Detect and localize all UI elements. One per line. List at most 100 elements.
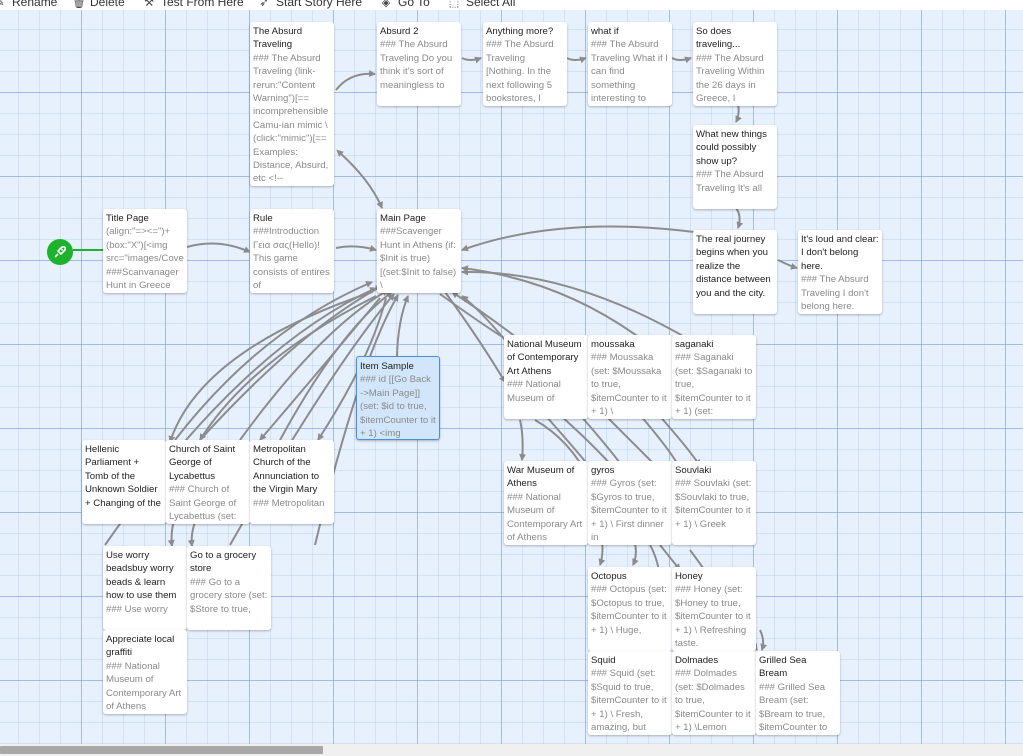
go-to-button[interactable]: ◈Go To bbox=[380, 0, 430, 10]
passage-title: Main Page bbox=[380, 213, 426, 224]
passage-card[interactable]: Anything more? ### The Absurd Traveling … bbox=[483, 22, 567, 106]
passage-title: Title Page bbox=[106, 213, 149, 224]
passage-card[interactable]: Metropolitan Church of the Annunciation … bbox=[250, 440, 334, 524]
test-from-here-button[interactable]: ⚒ Test From Here bbox=[143, 0, 244, 10]
passage-excerpt: ### The Absurd Traveling It's all bbox=[696, 169, 764, 194]
passage-card[interactable]: The Absurd Traveling ### The Absurd Trav… bbox=[250, 22, 334, 186]
rename-label: Rename bbox=[12, 0, 58, 9]
story-map[interactable]: The Absurd Traveling ### The Absurd Trav… bbox=[0, 10, 1023, 744]
passage-excerpt: ### The Absurd Traveling [Nothing. In th… bbox=[486, 39, 554, 105]
passage-title: Honey bbox=[675, 571, 703, 582]
passage-card[interactable]: National Museum of Contemporary Art Athe… bbox=[504, 335, 588, 419]
passage-title: National Museum of Contemporary Art Athe… bbox=[507, 339, 582, 377]
passage-card[interactable]: Hellenic Parliament + Tomb of the Unknow… bbox=[82, 440, 166, 524]
passage-card[interactable]: Grilled Sea Bream ### Grilled Sea Bream … bbox=[756, 651, 840, 735]
passage-excerpt: ### Use worry bbox=[106, 603, 168, 615]
passage-excerpt: ### Honey (set: $Honey to true, $itemCou… bbox=[675, 584, 751, 650]
passage-excerpt: ### The Absurd Traveling (link-rerun:"Co… bbox=[253, 52, 329, 185]
passage-card[interactable]: Use worry beadsbuy worry beads & learn h… bbox=[103, 546, 187, 630]
passage-card[interactable]: moussaka ### Moussaka (set: $Moussaka to… bbox=[588, 335, 672, 419]
passage-card[interactable]: Main Page ###Scavenger Hunt in Athens (i… bbox=[377, 209, 461, 293]
passage-excerpt: ### National Museum of Contemporary Art … bbox=[507, 491, 583, 544]
passage-title: The real journey begins when you realize… bbox=[696, 234, 771, 299]
passage-card[interactable]: Go to a grocery store ### Go to a grocer… bbox=[187, 546, 271, 630]
passage-excerpt: ### Go to a grocery store (set: $Store t… bbox=[190, 576, 268, 615]
rocket-icon bbox=[54, 246, 66, 258]
passage-excerpt: ### Squid (set: $Squid to true, $itemCou… bbox=[591, 668, 667, 734]
passage-title: Use worry beadsbuy worry beads & learn h… bbox=[106, 550, 177, 602]
passage-title: saganaki bbox=[675, 339, 714, 350]
pencil-icon: ✎ bbox=[0, 0, 6, 9]
passage-excerpt: ### Dolmades (set: $Dolmades to true, $i… bbox=[675, 668, 751, 734]
passage-card[interactable]: gyros ### Gyros (set: $Gyros to true, $i… bbox=[588, 461, 672, 545]
rename-button[interactable]: ✎ Rename bbox=[0, 0, 57, 10]
select-all-label: Select All bbox=[466, 0, 516, 9]
passage-title: Metropolitan Church of the Annunciation … bbox=[253, 444, 320, 496]
passage-card[interactable]: Rule ###Introduction Γεια σας(Hello)! Th… bbox=[250, 209, 334, 293]
passage-excerpt: ### The Absurd Traveling I don't belong … bbox=[801, 274, 869, 313]
signpost-icon: ◈ bbox=[381, 0, 391, 9]
passage-title: So does traveling... bbox=[696, 26, 741, 51]
passage-title: Church of Saint George of Lycabettus bbox=[169, 444, 236, 482]
delete-button[interactable]: 🗑Delete bbox=[72, 0, 125, 10]
passage-title: Go to a grocery store bbox=[190, 550, 257, 575]
passage-excerpt: ### Saganaki (set: $Saganaki to true, $i… bbox=[675, 352, 753, 418]
passage-excerpt: (align:"=><=")+(box:"X")[<img src="image… bbox=[106, 226, 184, 292]
passage-excerpt: ### Moussaka (set: $Moussaka to true, $i… bbox=[591, 352, 667, 418]
passage-title: gyros bbox=[591, 465, 615, 476]
horizontal-scrollbar[interactable] bbox=[0, 744, 1023, 756]
passage-card[interactable]: Appreciate local graffiti ### National M… bbox=[103, 630, 187, 714]
start-story-here-button[interactable]: ➶ Start Story Here bbox=[258, 0, 362, 10]
passage-card[interactable]: So does traveling... ### The Absurd Trav… bbox=[693, 22, 777, 106]
test-from-here-label: Test From Here bbox=[161, 0, 244, 9]
passage-title: It's loud and clear: I don't belong here… bbox=[801, 234, 879, 272]
wrench-icon: ⚒ bbox=[144, 0, 154, 9]
passage-title: War Museum of Athens bbox=[507, 465, 575, 490]
passage-excerpt: ### Church of Saint George of Lycabettus… bbox=[169, 484, 237, 523]
rocket-icon: ➶ bbox=[259, 0, 269, 9]
passage-title: Grilled Sea Bream bbox=[759, 655, 807, 680]
passage-card[interactable]: Octopus ### Octopus (set: $Octopus to tr… bbox=[588, 567, 672, 651]
passage-card[interactable]: The real journey begins when you realize… bbox=[693, 230, 777, 314]
passage-excerpt: ###Introduction Γεια σας(Hello)! This ga… bbox=[253, 226, 330, 292]
passage-excerpt: ### Grilled Sea Bream (set: $Bream to tr… bbox=[759, 681, 828, 734]
passage-title: Anything more? bbox=[486, 26, 554, 37]
passage-card[interactable]: Souvlaki ### Souvlaki (set: $Souvlaki to… bbox=[672, 461, 756, 545]
passage-card[interactable]: Church of Saint George of Lycabettus ###… bbox=[166, 440, 250, 524]
trash-icon: 🗑 bbox=[72, 0, 86, 9]
passage-title: Rule bbox=[253, 213, 273, 224]
passage-excerpt: ### Gyros (set: $Gyros to true, $itemCou… bbox=[591, 478, 667, 544]
passage-title: Appreciate local graffiti bbox=[106, 634, 175, 659]
passage-excerpt: ### The Absurd Traveling Within the 26 d… bbox=[696, 52, 765, 105]
passage-card[interactable]: Title Page (align:"=><=")+(box:"X")[<img… bbox=[103, 209, 187, 293]
passage-card[interactable]: What new things could possibly show up? … bbox=[693, 125, 777, 209]
select-all-icon: ⬚ bbox=[448, 0, 460, 9]
passage-title: Octopus bbox=[591, 571, 627, 582]
passage-excerpt: ###Scavenger Hunt in Athens (if: $Init i… bbox=[380, 226, 457, 292]
scrollbar-thumb[interactable] bbox=[0, 746, 323, 754]
passage-excerpt: ### Metropolitan bbox=[253, 497, 325, 509]
passage-card[interactable]: Absurd 2 ### The Absurd Traveling Do you… bbox=[377, 22, 461, 106]
passage-excerpt: ### id [[Go Back ->Main Page]] (set: $id… bbox=[360, 374, 436, 440]
passage-title: Dolmades bbox=[675, 655, 719, 666]
select-all-button[interactable]: ⬚ Select All bbox=[448, 0, 516, 10]
passage-card[interactable]: what if ### The Absurd Traveling What if… bbox=[588, 22, 672, 106]
start-passage-marker bbox=[47, 239, 73, 265]
passage-excerpt: ### National Museum of bbox=[507, 379, 561, 404]
passage-card[interactable]: It's loud and clear: I don't belong here… bbox=[798, 230, 882, 314]
passage-title: Item Sample bbox=[360, 361, 414, 372]
passage-card[interactable]: saganaki ### Saganaki (set: $Saganaki to… bbox=[672, 335, 756, 419]
passage-title: Souvlaki bbox=[675, 465, 712, 476]
passage-title: what if bbox=[591, 26, 619, 37]
passage-card-selected[interactable]: Item Sample ### id [[Go Back ->Main Page… bbox=[356, 356, 440, 440]
passage-title: Hellenic Parliament + Tomb of the Unknow… bbox=[85, 444, 162, 509]
passage-title: Absurd 2 bbox=[380, 26, 419, 37]
passage-card[interactable]: Honey ### Honey (set: $Honey to true, $i… bbox=[672, 567, 756, 651]
passage-card[interactable]: Squid ### Squid (set: $Squid to true, $i… bbox=[588, 651, 672, 735]
start-story-here-label: Start Story Here bbox=[276, 0, 363, 9]
toolbar: ✎ Rename 🗑Delete ⚒ Test From Here ➶ Start S… bbox=[0, 0, 1023, 10]
passage-card[interactable]: Dolmades ### Dolmades (set: $Dolmades to… bbox=[672, 651, 756, 735]
passage-excerpt: ### Souvlaki (set: $Souvlaki to true, $i… bbox=[675, 478, 752, 530]
passage-title: The Absurd Traveling bbox=[253, 26, 303, 51]
passage-card[interactable]: War Museum of Athens ### National Museum… bbox=[504, 461, 588, 545]
